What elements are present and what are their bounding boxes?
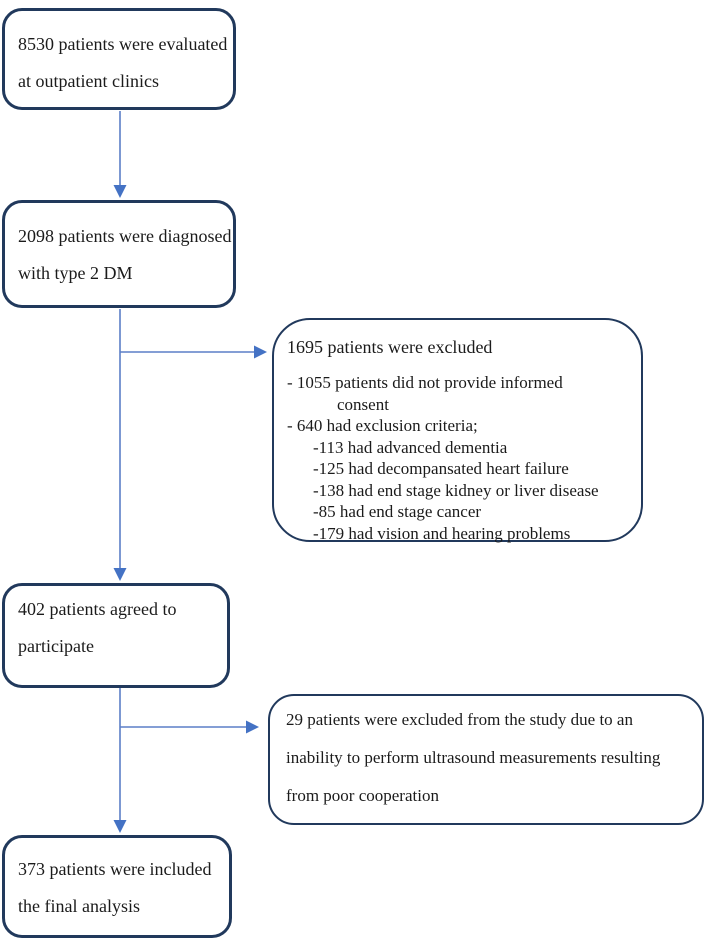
flow-box-text-line: 8530 patients were evaluated [18,34,228,54]
arrowhead-into-excluded-consent [254,345,267,359]
excluded-consent-item: -125 had decompansated heart failure [313,459,569,478]
flow-box-diagnosed: 2098 patients were diagnosed with type 2… [2,200,236,308]
excluded-consent-item: -113 had advanced dementia [313,437,508,457]
excluded-consent-item: -179 had vision and hearing problems [313,523,571,543]
flow-box-excluded-consent: 1695 patients were excluded - 1055 patie… [272,318,643,544]
excluded-consent-item: - 640 had exclusion criteria; [287,416,478,435]
flow-box-text-line: the final analysis [18,896,140,916]
excluded-consent-item: -138 had end stage kidney or liver disea… [313,480,599,500]
flow-box-final-analysis: 373 patients were included the final ana… [2,835,232,938]
flow-box-text-line: 373 patients were included [18,859,212,879]
flow-box-text-line: 29 patients were excluded from the study… [286,710,633,729]
flow-box-text-line: participate [18,636,94,656]
flow-box-text-line: from poor cooperation [286,786,439,805]
arrowhead-into-diagnosed [113,185,127,198]
excluded-consent-item: - 1055 patients did not provide informed [287,373,563,392]
excluded-consent-item: -85 had end stage cancer [313,502,482,521]
flow-box-text-line: inability to perform ultrasound measurem… [286,748,661,767]
arrowhead-into-excluded-ultrasound [246,720,259,734]
arrowhead-into-final [113,820,127,833]
flow-box-text-line: at outpatient clinics [18,71,159,91]
flow-box-evaluated: 8530 patients were evaluated at outpatie… [2,8,236,110]
flow-box-text-line: 2098 patients were diagnosed [18,226,232,246]
excluded-consent-item: consent [337,394,389,414]
flow-box-excluded-ultrasound: 29 patients were excluded from the study… [268,694,704,825]
flow-box-text-line: 402 patients agreed to [18,599,177,619]
excluded-consent-title: 1695 patients were excluded [287,337,493,357]
flow-box-text-line: with type 2 DM [18,263,133,283]
flow-box-agreed: 402 patients agreed to participate [2,583,230,688]
arrowhead-into-agreed [113,568,127,581]
excluded-consent-item-list: - 1055 patients did not provide informed… [287,372,635,544]
